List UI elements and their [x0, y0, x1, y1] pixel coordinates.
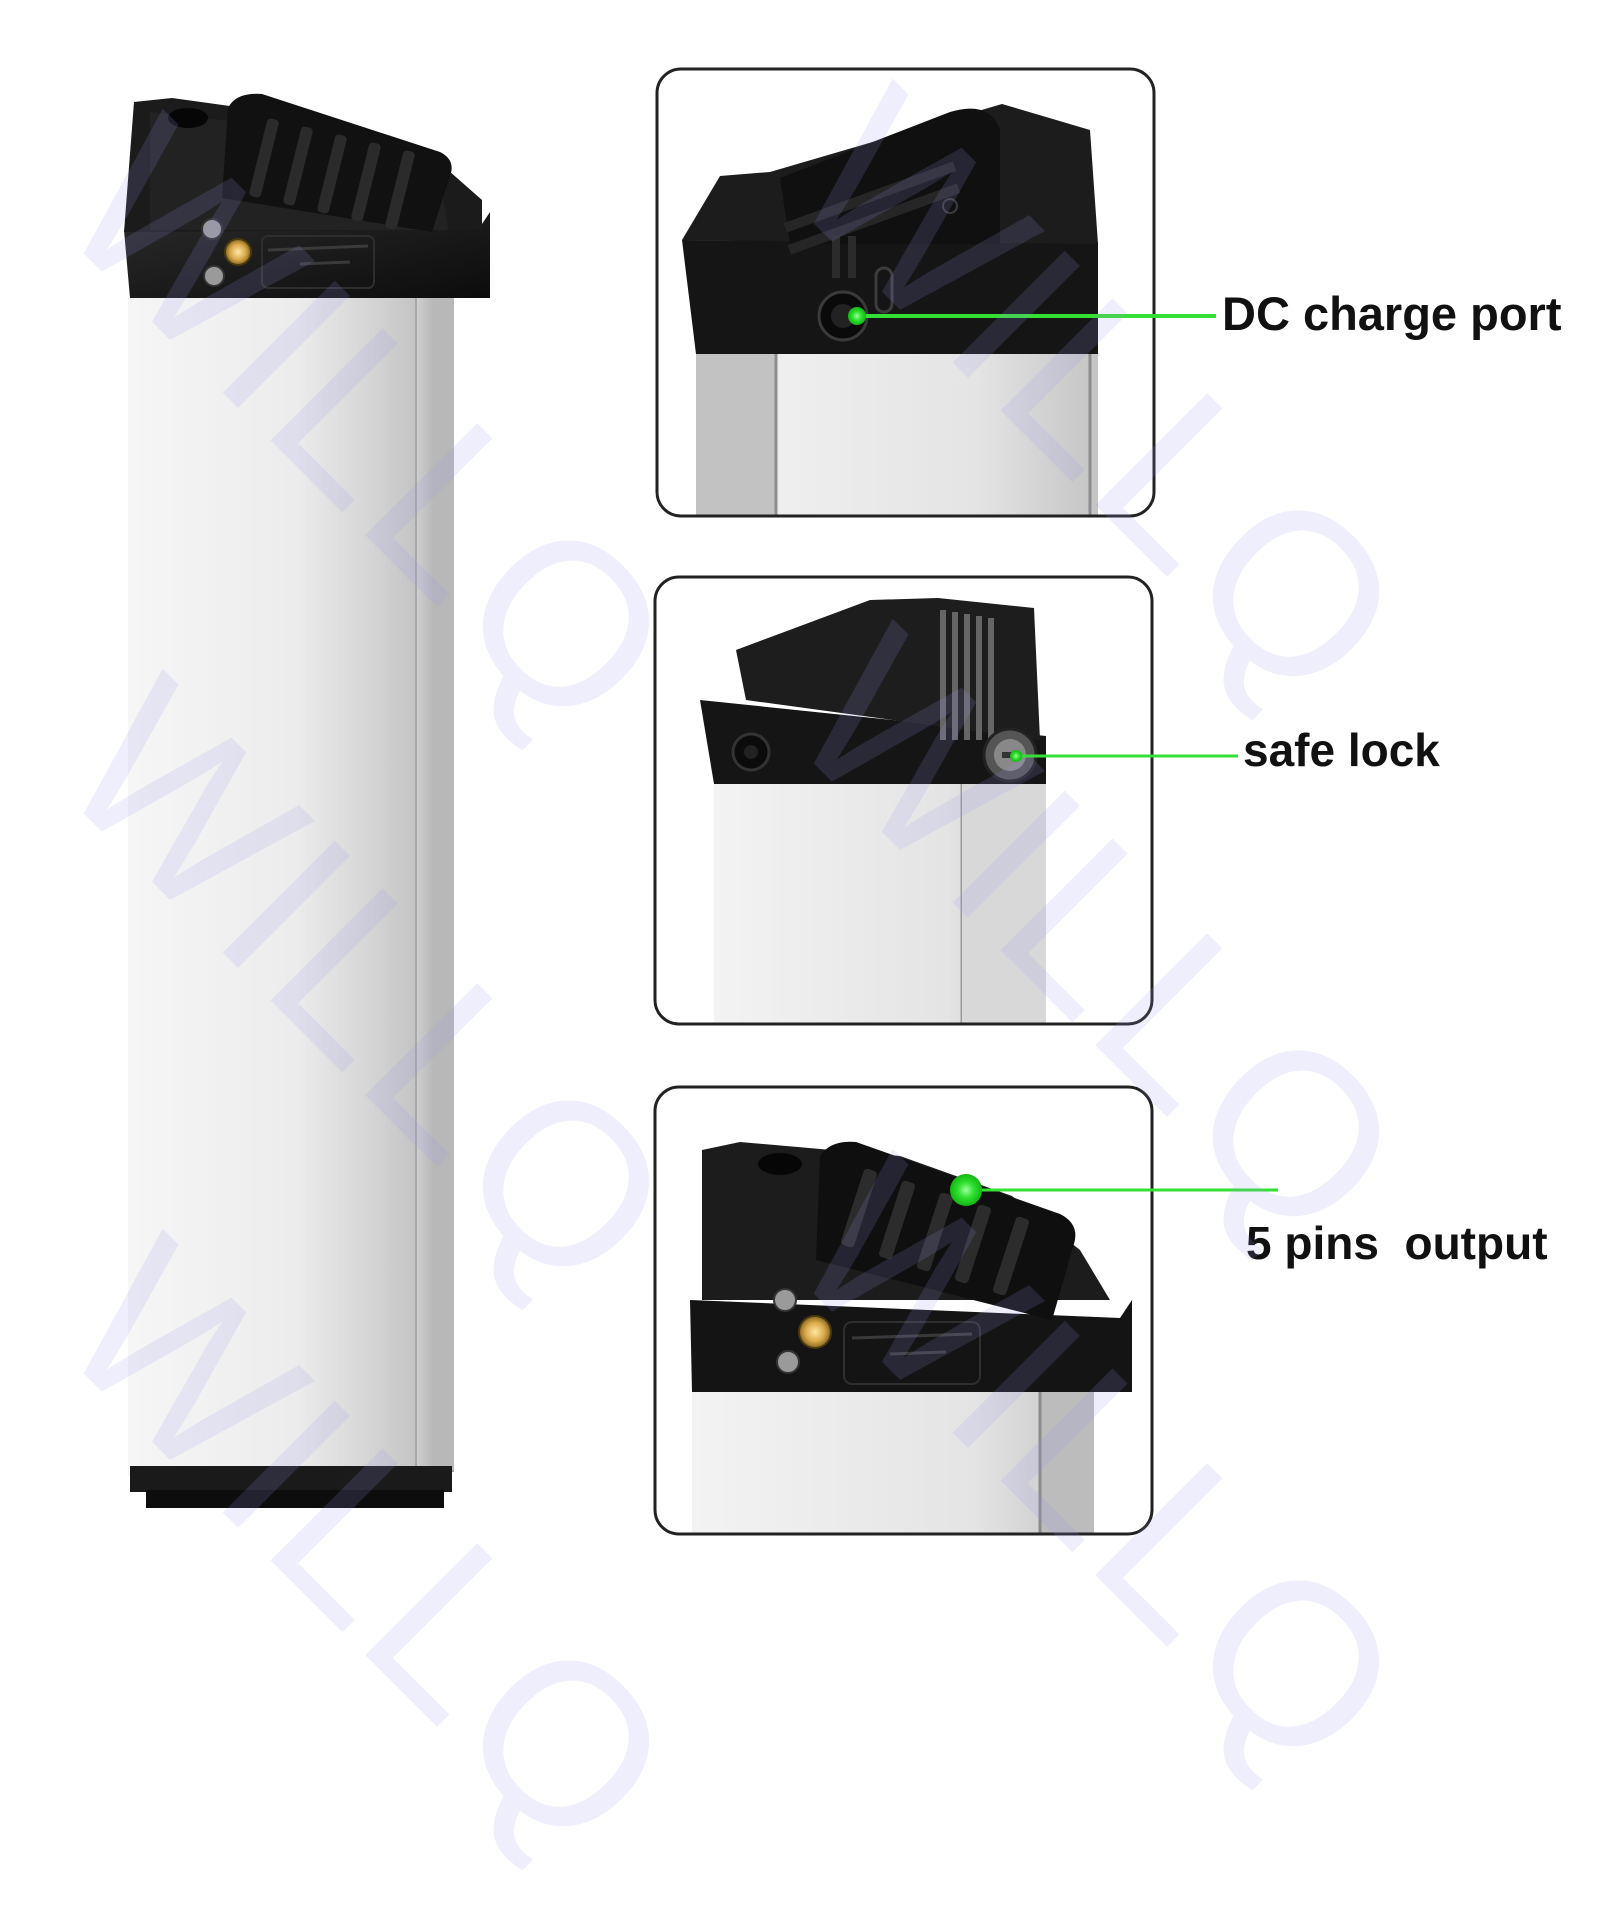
output-pins: [816, 1141, 1076, 1320]
label-dc-charge-port: DC charge port: [1222, 287, 1562, 340]
callout-dc-charge-port: [848, 307, 1216, 325]
product-illustration: [124, 67, 1278, 1536]
detail-panel-5-pins-output: [653, 1085, 1154, 1536]
product-image: DC charge port safe lock 5 pins output W…: [15, 43, 1562, 1902]
detail-panel-dc-charge-port: [655, 67, 1156, 518]
battery-full-view: [124, 93, 490, 1508]
label-5-pins-output: 5 pins output: [1246, 1217, 1548, 1269]
callout-safe-lock: [1010, 750, 1238, 762]
label-safe-lock: safe lock: [1243, 724, 1440, 776]
detail-panel-safe-lock: [653, 575, 1154, 1026]
callout-5-pins-output: [950, 1174, 1278, 1206]
vent-lines: [940, 610, 994, 740]
handle-ribs: [222, 93, 452, 233]
